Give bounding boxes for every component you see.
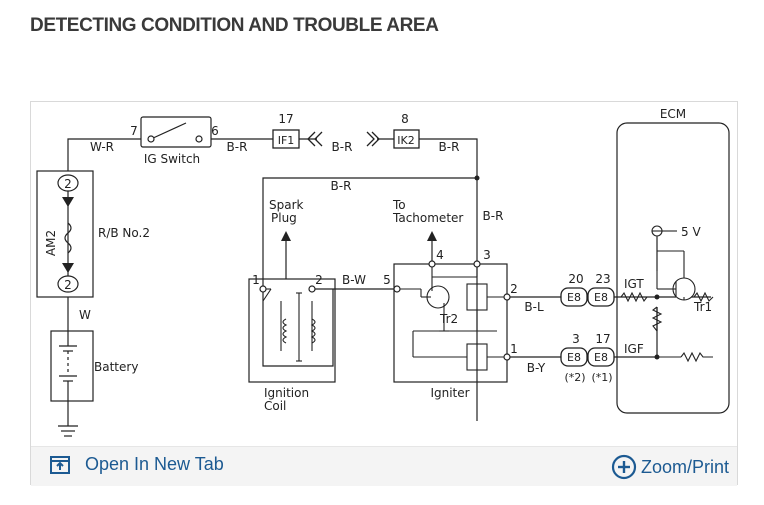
pin-3: 3 [572,332,580,346]
figure-footer: Open In New Tab Zoom/Print [31,446,737,486]
note-1: (*1) [591,371,612,384]
igt-label: IGT [624,277,644,291]
coil-pin-1: 1 [252,273,260,287]
coil-pin-2: 2 [315,273,323,287]
tach-label-line1: To [392,198,406,212]
connector-if1-pin: 17 [278,112,293,126]
diagram-frame: IF1 IK2 17 8 2 2 AM2 [30,101,738,486]
rb-pin-bottom: 2 [64,278,72,292]
pin-17: 17 [595,332,610,346]
page-heading: DETECTING CONDITION AND TROUBLE AREA [30,15,439,36]
note-2: (*2) [564,371,585,384]
pin-20: 20 [568,272,583,286]
igniter-pin-2: 2 [510,282,518,296]
igniter-label: Igniter [430,386,469,400]
tr2-label: Tr2 [439,312,458,326]
igf-label: IGF [624,342,644,356]
ig-pin-6: 6 [211,124,219,138]
five-volt-label: 5 V [681,225,701,239]
zoom-print-label: Zoom/Print [640,456,729,477]
open-in-new-tab-icon [50,455,70,474]
wire-w: W [79,308,91,322]
tach-label-line2: Tachometer [392,211,463,225]
igniter-pin-1: 1 [510,342,518,356]
am2-label: AM2 [44,230,58,256]
wire-b-r-4: B-R [331,179,352,193]
connector-ik2: IK2 [397,134,414,147]
ig-pin-7: 7 [130,124,138,138]
coil-label-line2: Coil [264,399,286,413]
igniter-pin-5: 5 [383,273,391,287]
spark-label-line1: Spark [269,198,304,212]
wire-b-r-2: B-R [332,140,353,154]
ig-switch-label: IG Switch [144,152,200,166]
open-in-new-tab-label: Open In New Tab [85,454,224,474]
wire-b-l: B-L [524,300,544,314]
coil-label-line1: Ignition [264,386,309,400]
zoom-plus-icon [611,454,637,480]
ecm-label: ECM [660,107,686,121]
tr1-label: Tr1 [693,300,712,314]
open-in-new-tab-link[interactable]: Open In New Tab [49,454,224,475]
connector-if1: IF1 [278,134,295,147]
spark-label-line2: Plug [271,211,297,225]
battery-label: Battery [94,360,138,374]
igniter-pin-3: 3 [483,248,491,262]
e8-3: E8 [567,351,581,364]
wire-w-r: W-R [90,140,114,154]
rb-label: R/B No.2 [98,226,150,240]
e8-20: E8 [567,291,581,304]
pin-23: 23 [595,272,610,286]
igniter-pin-4: 4 [436,248,444,262]
connector-ik2-pin: 8 [401,112,409,126]
rb-pin-top: 2 [64,177,72,191]
wire-b-r-3: B-R [439,140,460,154]
e8-23: E8 [594,291,608,304]
wire-b-y: B-Y [527,361,546,375]
zoom-print-link[interactable]: Zoom/Print [611,454,729,480]
wire-b-r-5: B-R [483,209,504,223]
wire-b-r-1: B-R [227,140,248,154]
e8-17: E8 [594,351,608,364]
wire-b-w: B-W [342,273,366,287]
wiring-diagram: IF1 IK2 17 8 2 2 AM2 [36,107,730,437]
